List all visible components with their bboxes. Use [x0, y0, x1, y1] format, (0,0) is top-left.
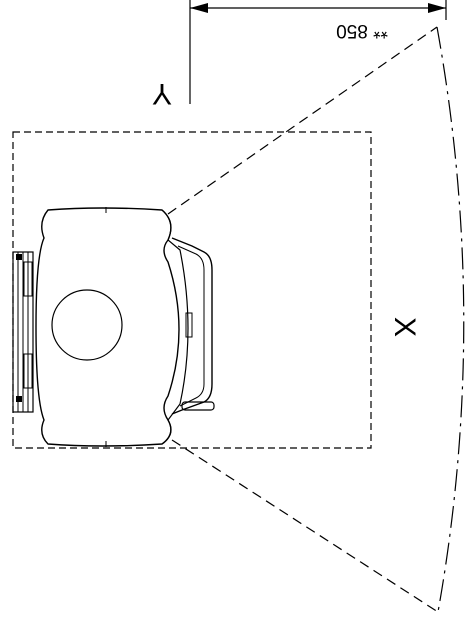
- clearance-ray-bottom: [171, 439, 439, 613]
- dimension-label: ** 850: [336, 20, 388, 41]
- device-body: [35, 207, 180, 447]
- clearance-arc: [436, 26, 465, 613]
- device-top-view: [12, 207, 215, 447]
- frame-bolt-top: [16, 254, 22, 260]
- handle-clip: [185, 312, 193, 338]
- axis-y-label: Y: [152, 77, 172, 110]
- dimension-arrow-left: [190, 3, 208, 13]
- dimension-arrow-right: [428, 3, 446, 13]
- clearance-ray-top: [167, 26, 438, 215]
- frame-bolt-bottom: [16, 396, 22, 402]
- handle-foot: [181, 401, 215, 411]
- seat-circle: [51, 289, 123, 361]
- handle-bar: [171, 237, 213, 415]
- dimension-850: ** 850: [189, 0, 447, 104]
- axis-x-label: X: [388, 317, 421, 337]
